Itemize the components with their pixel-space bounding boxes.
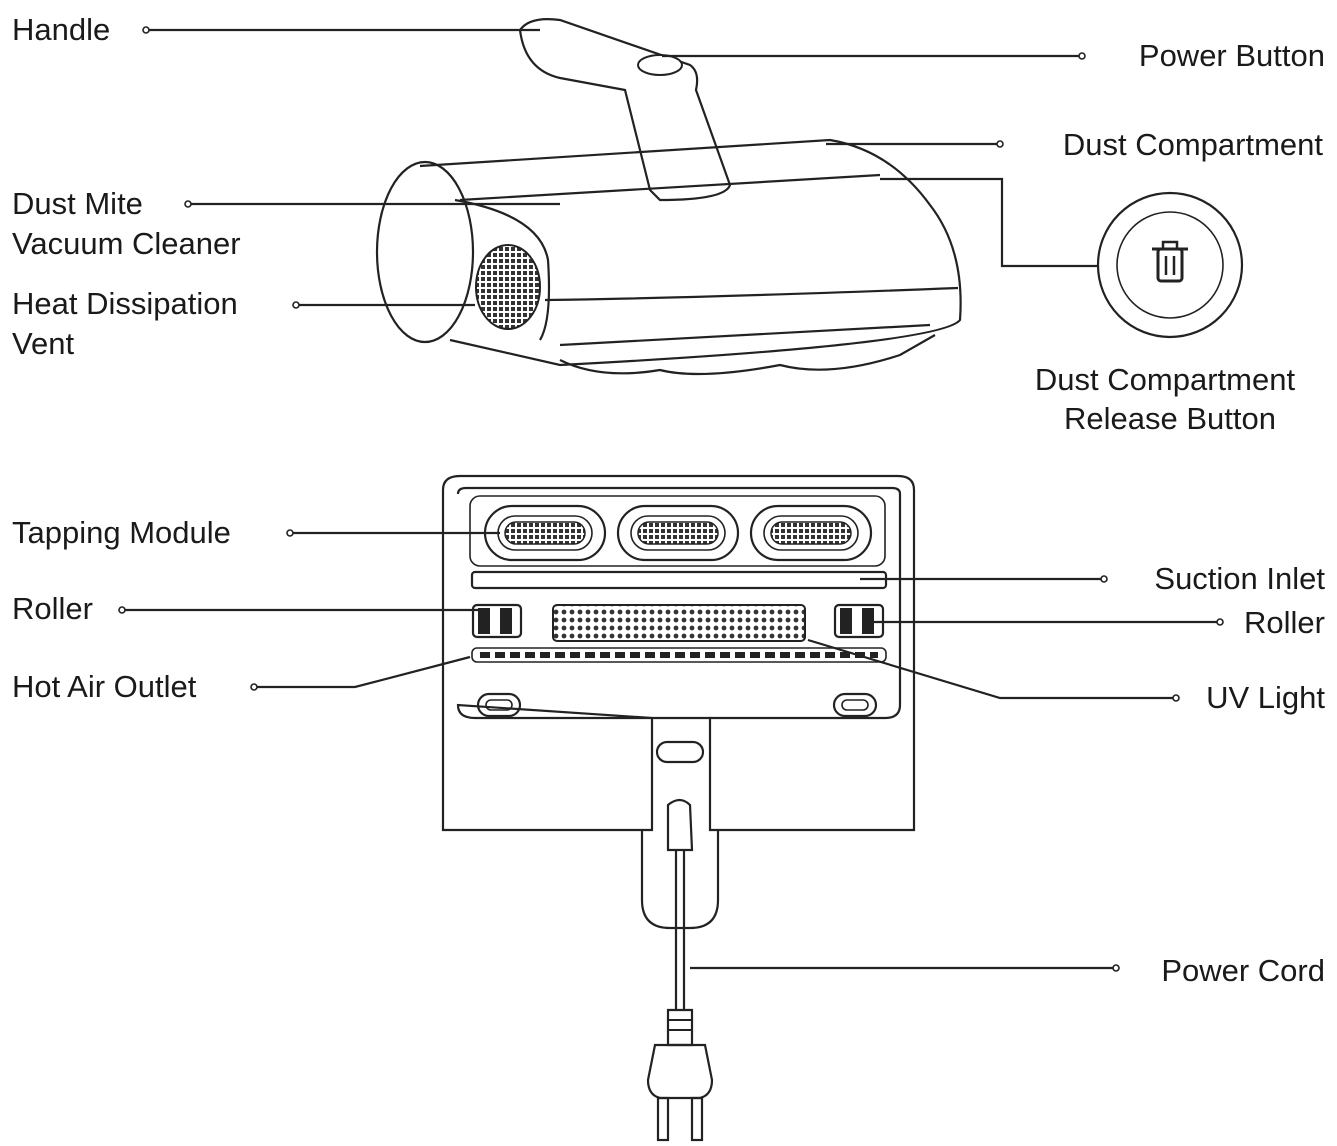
label-heat-vent-line1: Heat Dissipation [12,286,238,321]
label-roller-left: Roller [12,591,93,626]
vacuum-bottom-view [441,474,916,930]
label-power-button: Power Button [1138,38,1325,73]
label-power-cord: Power Cord [1161,953,1325,988]
label-suction-inlet: Suction Inlet [1154,561,1325,596]
label-uv-light: UV Light [1206,680,1325,715]
heat-vent-grill [475,244,541,330]
tapping-pad-3 [749,504,873,562]
leader-lines [118,26,1224,972]
trash-can-icon [1152,240,1188,283]
roller-left-shape [471,603,523,639]
tapping-pad-1 [483,504,607,562]
label-dust-mite-vacuum-line1: Dust Mite [12,186,143,221]
label-release-button-line1: Dust Compartment [1034,362,1296,397]
label-heat-vent-line2: Vent [12,326,75,361]
tapping-pad-2 [616,504,740,562]
label-hot-air-outlet: Hot Air Outlet [12,669,197,704]
power-button-shape [637,54,683,76]
vacuum-side-view [375,18,962,376]
label-tapping-module: Tapping Module [12,515,231,550]
label-roller-right: Roller [1244,605,1325,640]
power-cord-graphic [646,798,714,1142]
label-dust-compartment: Dust Compartment [1062,127,1323,162]
label-handle: Handle [12,12,111,47]
uv-light-mesh [552,604,806,642]
suction-inlet-slot [470,570,888,590]
label-dust-mite-vacuum-line2: Vacuum Cleaner [12,226,241,261]
label-release-button-line2: Release Button [1064,401,1276,436]
release-button-graphic [1096,191,1244,339]
